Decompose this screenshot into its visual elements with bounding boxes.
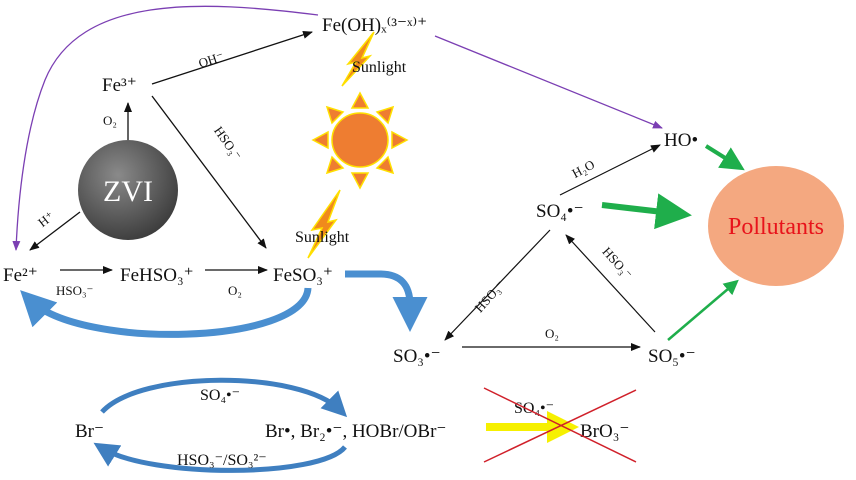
arrow-fe3-to-feoh bbox=[151, 30, 313, 85]
green-arrow-so5-to-pollutants bbox=[667, 279, 739, 341]
arrow-so4-to-ho bbox=[559, 144, 661, 196]
label-oh: OH⁻ bbox=[196, 49, 225, 71]
arrow-zvi-to-fe2 bbox=[29, 211, 81, 251]
species-br: Br⁻ bbox=[75, 421, 104, 442]
species-so3: SO₃•⁻ bbox=[393, 346, 441, 367]
label-hso3-so3-cycle: HSO₃⁻/SO₃²⁻ bbox=[177, 452, 267, 469]
label-o2-up: O₂ bbox=[103, 113, 117, 128]
species-ho: HO• bbox=[664, 130, 698, 151]
blue-arrow-feso3-to-so3 bbox=[345, 270, 428, 332]
sun-icon bbox=[311, 91, 409, 190]
species-fe3: Fe³⁺ bbox=[102, 75, 137, 96]
species-fe2: Fe²⁺ bbox=[3, 265, 38, 286]
species-so4: SO₄•⁻ bbox=[536, 201, 584, 222]
species-fehso3: FeHSO₃⁺ bbox=[120, 265, 194, 286]
label-sunlight-top: Sunlight bbox=[352, 59, 407, 76]
purple-arrow-feoh-to-fe2 bbox=[12, 5, 319, 251]
lightning-bolt-icon bbox=[307, 189, 341, 259]
label-hso3-left: HSO₃⁻ bbox=[471, 277, 507, 315]
label-so4-crossed: SO₄•⁻ bbox=[514, 400, 554, 417]
cross-out-mark bbox=[483, 387, 637, 463]
blue-arrow-feso3-to-fe2 bbox=[20, 287, 312, 338]
lightning-bolt-icon bbox=[341, 31, 375, 87]
species-bro3: BrO₃⁻ bbox=[580, 421, 629, 442]
green-arrow-ho-to-pollutants bbox=[704, 144, 745, 171]
label-o2-bottom: O₂ bbox=[228, 283, 242, 298]
label-sunlight-bottom: Sunlight bbox=[295, 229, 350, 246]
label-o2-so3: O₂ bbox=[545, 326, 559, 341]
label-h-plus: H⁺ bbox=[35, 208, 57, 230]
label-hso3-bottom: HSO₃⁻ bbox=[56, 283, 93, 298]
pollutants-ellipse bbox=[708, 166, 844, 286]
green-arrow-so4-to-pollutants bbox=[601, 193, 692, 230]
zvi-particle bbox=[78, 140, 178, 240]
blue-arc-br-reduction bbox=[93, 442, 347, 473]
label-hso3-right: HSO₃⁻ bbox=[599, 244, 635, 282]
purple-arrow-feoh-to-ho bbox=[434, 35, 663, 129]
arrow-fe3-to-feso3 bbox=[151, 95, 267, 249]
label-so4-cycle: SO₄•⁻ bbox=[200, 387, 240, 404]
pollutants-label: Pollutants bbox=[728, 214, 824, 240]
label-h2o: H₂O bbox=[569, 157, 597, 181]
label-hso3-diagonal: HSO₃⁻ bbox=[211, 123, 245, 162]
species-so5: SO₅•⁻ bbox=[648, 346, 696, 367]
blue-arc-br-oxidation bbox=[100, 377, 348, 418]
arrow-so5-to-so4 bbox=[565, 234, 656, 333]
arrow-so4-to-so3 bbox=[444, 229, 551, 341]
species-br-products: Br•, Br₂•⁻, HOBr/OBr⁻ bbox=[265, 421, 446, 442]
species-feso3: FeSO₃⁺ bbox=[273, 265, 333, 286]
species-fe-oh: Fe(OH)ₓ⁽³⁻ˣ⁾⁺ bbox=[322, 15, 427, 36]
zvi-label: ZVI bbox=[103, 175, 153, 208]
